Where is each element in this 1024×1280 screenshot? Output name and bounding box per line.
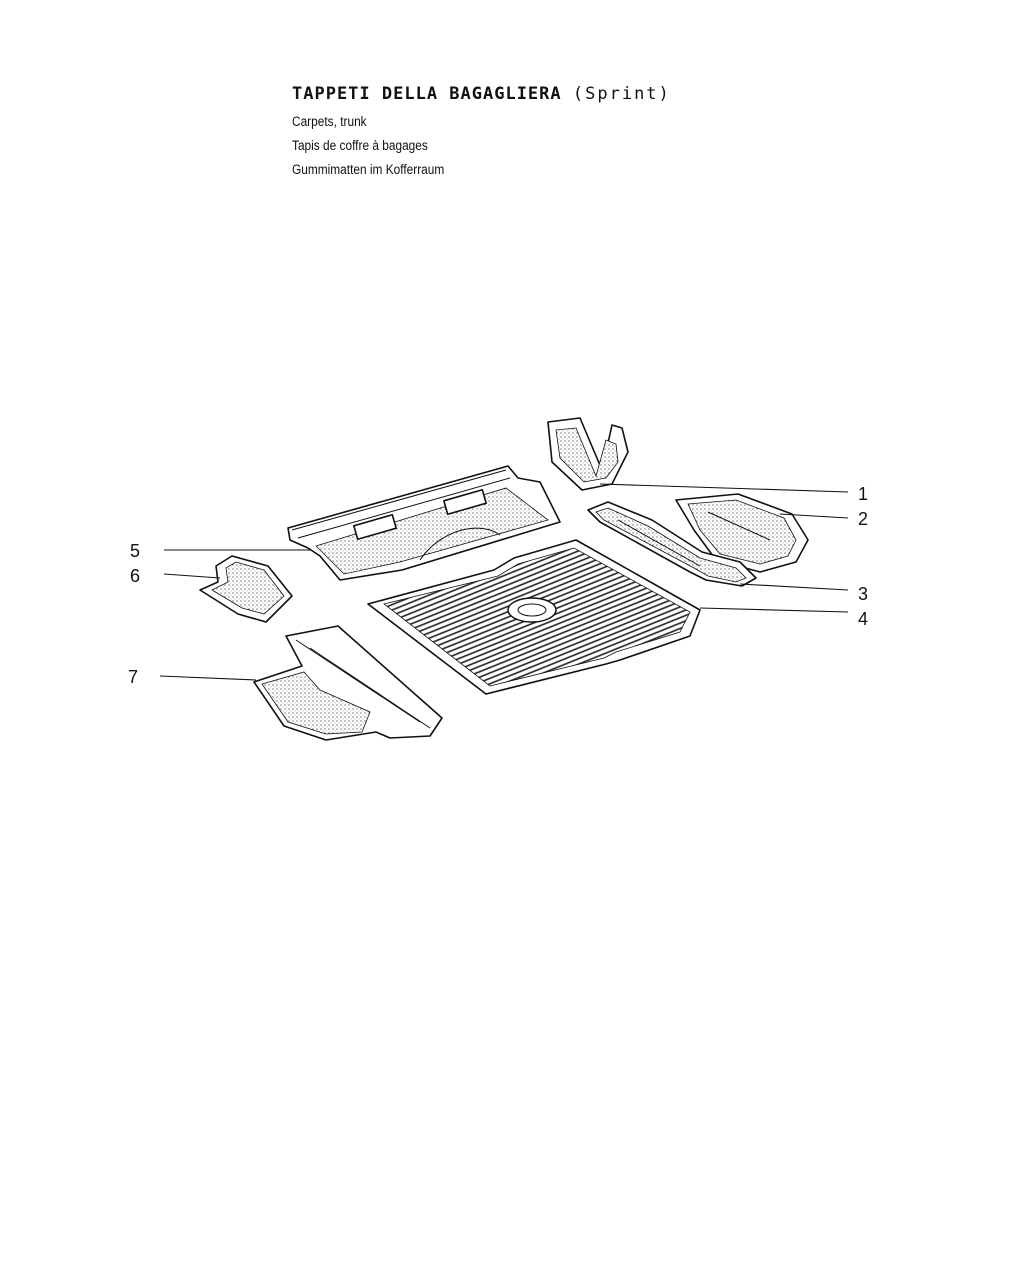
callout-3: 3 xyxy=(858,584,868,604)
leader-4 xyxy=(699,607,849,613)
part-1-wheel-arch-mat xyxy=(547,417,629,491)
part-7-folded-mat xyxy=(253,625,443,741)
leader-3 xyxy=(739,583,849,591)
title-block: TAPPETI DELLA BAGAGLIERA (Sprint) Carpet… xyxy=(292,84,671,182)
title-german: Gummimatten im Kofferraum xyxy=(292,162,445,177)
leader-lines xyxy=(159,483,849,681)
leader-2 xyxy=(779,513,849,519)
leader-1 xyxy=(599,483,849,493)
part-3-strip-mat xyxy=(587,501,757,587)
callout-7: 7 xyxy=(128,667,138,687)
page-title: TAPPETI DELLA BAGAGLIERA (Sprint) xyxy=(292,84,671,104)
part-4-floor-mat xyxy=(367,539,701,695)
part-5-rear-panel-mat xyxy=(287,465,561,581)
callout-1: 1 xyxy=(858,484,868,504)
callout-2: 2 xyxy=(858,509,868,529)
part-6-corner-mat xyxy=(199,555,293,623)
title-english: Carpets, trunk xyxy=(292,114,367,129)
leader-6 xyxy=(163,573,221,579)
leader-7 xyxy=(159,675,257,681)
title-french: Tapis de coffre à bagages xyxy=(292,138,428,153)
part-2-side-mat xyxy=(675,493,809,573)
title-variant: (Sprint) xyxy=(572,84,671,104)
title-italian: TAPPETI DELLA BAGAGLIERA xyxy=(292,84,562,104)
callout-4: 4 xyxy=(858,609,868,629)
callout-5: 5 xyxy=(130,541,140,561)
callout-6: 6 xyxy=(130,566,140,586)
